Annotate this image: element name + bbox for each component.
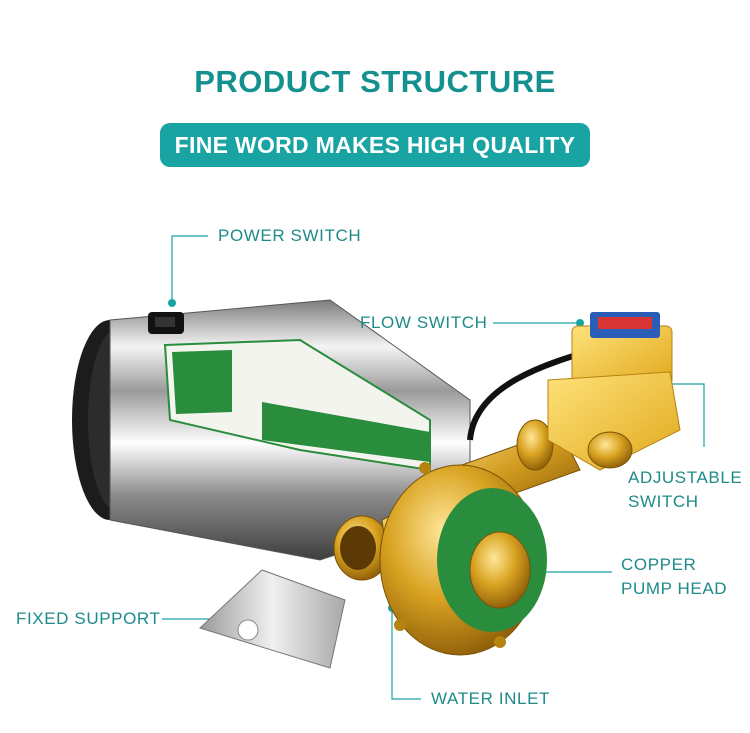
label-copper-1: COPPER — [621, 555, 697, 574]
subtitle-text: FINE WORD MAKES HIGH QUALITY — [174, 131, 576, 158]
label-water-inlet: WATER INLET — [431, 689, 550, 708]
label-adjustable-switch-2: SWITCH — [628, 492, 699, 511]
label-adjustable-switch-1: ADJUSTABLE — [628, 468, 743, 487]
label-copper-2: PUMP HEAD — [621, 579, 728, 598]
page-title: PRODUCT STRUCTURE — [194, 64, 556, 99]
adjustable-switch-body — [547, 371, 681, 471]
label-fixed-support: FIXED SUPPORT — [16, 609, 161, 628]
label-flow-switch: FLOW SWITCH — [360, 313, 488, 332]
subtitle-banner: FINE WORD MAKES HIGH QUALITY — [160, 123, 590, 167]
label-power-switch: POWER SWITCH — [218, 226, 362, 245]
fixed-support-plate — [199, 569, 346, 669]
